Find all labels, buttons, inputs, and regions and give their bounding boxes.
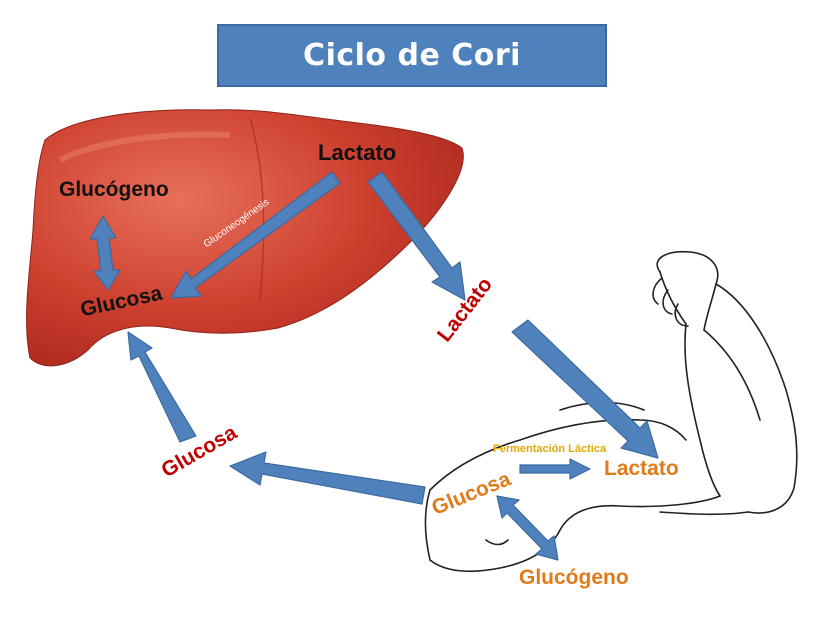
- arrow-liver-glycogen-glucose: [89, 215, 121, 291]
- lactic-fermentation-label: Fermentación Láctica: [493, 443, 607, 455]
- arrow-muscle-glucose-glycogen: [496, 495, 559, 561]
- diagram-title: Ciclo de Cori: [303, 38, 521, 73]
- liver-glycogen-label: Glucógeno: [59, 178, 169, 201]
- arrow-liver-to-blood-lactate: [367, 171, 466, 301]
- arrow-gluconeogenesis: [170, 171, 341, 299]
- arrow-blood-glucose-to-liver: [127, 331, 197, 443]
- muscle-lactate-label: Lactato: [604, 457, 679, 480]
- arrow-muscle-glucose-to-blood: [229, 451, 426, 505]
- title-box: Ciclo de Cori: [217, 24, 607, 87]
- muscle-arm-illustration: [424, 250, 798, 573]
- liver-lactate-label: Lactato: [318, 140, 397, 165]
- arrow-fermentation: [519, 458, 591, 480]
- arrow-blood-lactate-to-muscle: [511, 319, 659, 459]
- muscle-glycogen-label: Glucógeno: [519, 566, 629, 589]
